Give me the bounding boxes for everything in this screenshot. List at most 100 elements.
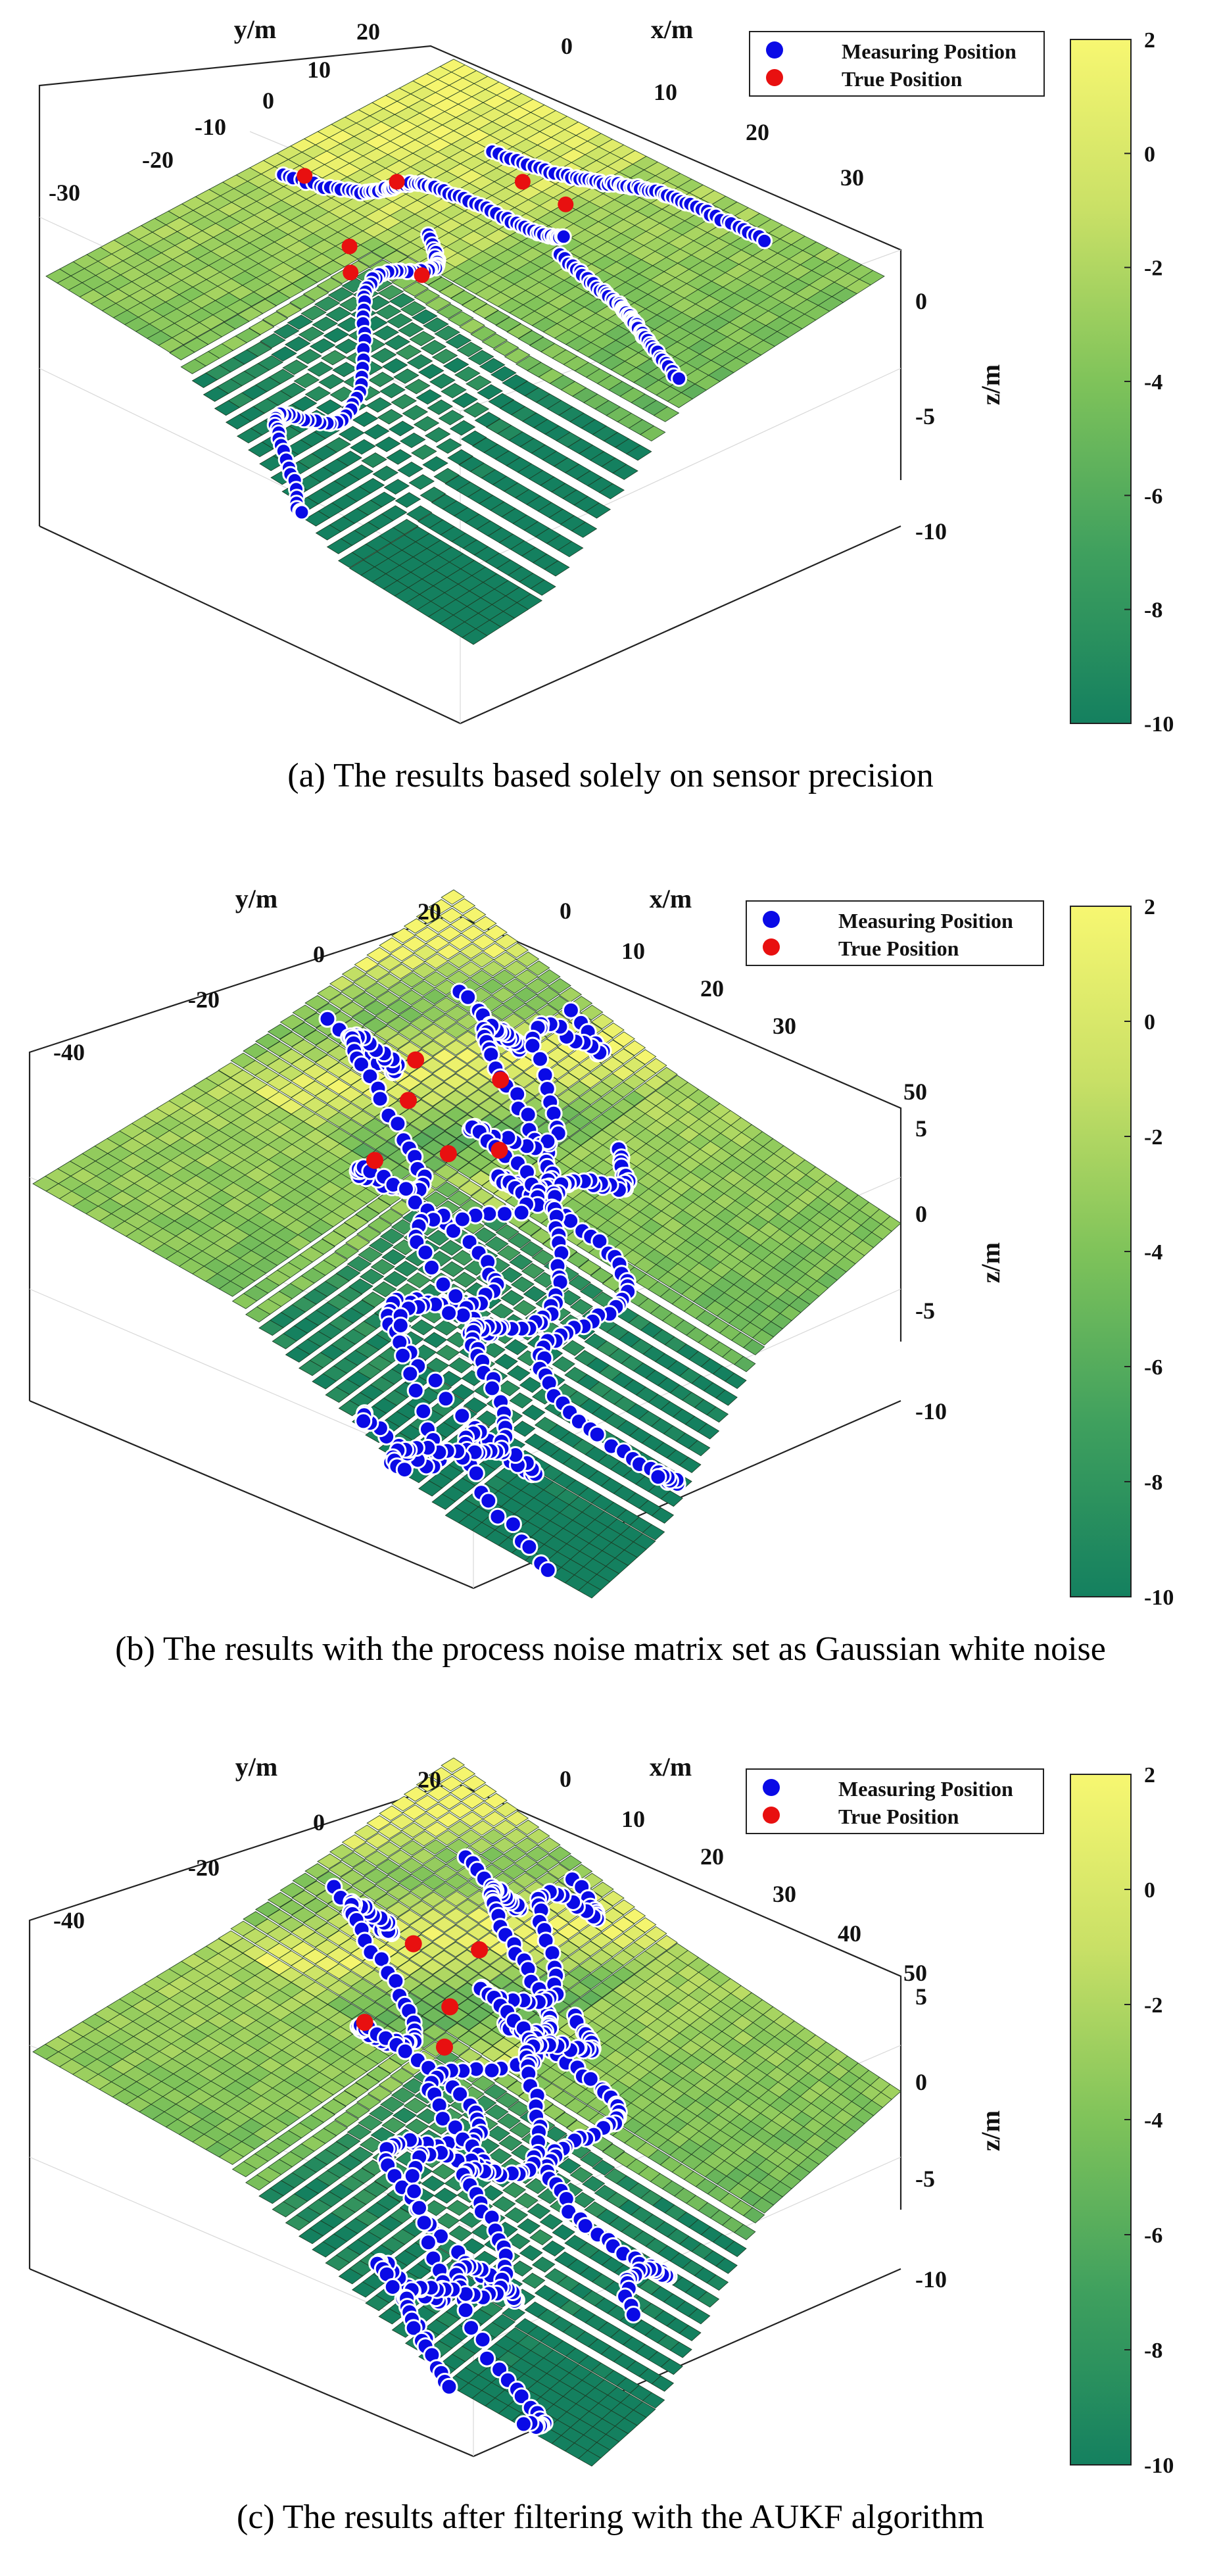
surface-facet: [508, 2101, 531, 2117]
surface-facet: [470, 952, 494, 968]
surface-facet: [602, 2143, 625, 2160]
surface-facet: [382, 358, 408, 374]
surface-facet: [427, 917, 451, 933]
surface-facet: [397, 1960, 422, 1976]
surface-facet: [279, 1916, 304, 1933]
surface-facet: [302, 1914, 328, 1931]
surface-facet: [582, 2175, 606, 2192]
true-position-marker: [414, 267, 430, 283]
surface-facet: [339, 425, 365, 442]
surface-facet: [279, 1031, 304, 1048]
surface-facet: [612, 1031, 635, 1047]
surface-facet: [502, 1864, 526, 1880]
surface-facet: [427, 1785, 451, 1801]
surface-facet: [384, 335, 411, 351]
surface-facet: [642, 1524, 665, 1541]
surface-facet: [530, 579, 556, 596]
legend-box: [746, 900, 1044, 966]
surface-facet: [421, 1975, 445, 1991]
surface-facet: [354, 1824, 379, 1841]
surface-facet: [341, 984, 366, 1000]
surface-facet: [422, 1155, 447, 1172]
surface-facet: [481, 333, 508, 349]
surface-facet: [326, 1079, 352, 1095]
surface-facet: [478, 1098, 502, 1113]
colorbar-tick-label: 2: [1144, 28, 1155, 53]
surface-facet: [391, 2087, 416, 2103]
surface-facet: [469, 969, 494, 986]
surface-facet: [273, 324, 300, 339]
surface-facet: [467, 350, 494, 366]
surface-facet: [437, 304, 463, 319]
surface-facet: [602, 1022, 625, 1038]
surface-facet: [439, 1240, 464, 1256]
surface-facet: [478, 1966, 502, 1981]
surface-facet: [447, 449, 473, 465]
surface-facet: [424, 1821, 449, 1837]
surface-facet: [418, 1480, 443, 1497]
surface-facet: [601, 1924, 624, 1941]
surface-facet: [369, 1237, 394, 1253]
surface-facet: [725, 1373, 747, 1389]
surface-facet: [389, 963, 414, 979]
measuring-position-marker: [394, 1346, 412, 1365]
surface-facet: [623, 1040, 646, 1056]
surface-facet: [506, 323, 533, 339]
surface-facet: [505, 1810, 529, 1826]
surface-facet: [509, 2122, 533, 2138]
surface-facet: [292, 1004, 318, 1021]
surface-facet: [515, 952, 540, 967]
surface-facet: [357, 252, 384, 267]
surface-facet: [443, 1925, 468, 1941]
surface-facet: [402, 1804, 427, 1820]
surface-facet: [451, 1766, 476, 1782]
measuring-position-marker: [396, 2042, 414, 2060]
legend-true-label: True Position: [842, 67, 963, 91]
surface-facet: [393, 368, 419, 384]
surface-facet: [457, 1162, 481, 1179]
surface-facet: [408, 1082, 433, 1099]
surface-facet: [352, 1860, 377, 1876]
colorbar-tick-label: -2: [1144, 256, 1162, 281]
surface-facet: [482, 1810, 506, 1827]
surface-facet: [483, 2083, 508, 2100]
surface-facet: [379, 383, 406, 399]
surface-facet: [378, 2308, 403, 2325]
surface-facet: [567, 1275, 591, 1291]
y-tick-label: 10: [307, 57, 331, 83]
surface-facet: [513, 1872, 537, 1888]
surface-facet: [432, 1950, 456, 1966]
surface-facet: [416, 2108, 441, 2124]
surface-facet: [377, 2058, 402, 2074]
surface-facet: [569, 2167, 593, 2183]
surface-facet: [298, 326, 325, 342]
x-tick-label: 50: [903, 1079, 927, 1105]
surface-facet: [344, 1214, 369, 1230]
surface-facet: [443, 1941, 468, 1958]
surface-facet: [473, 1784, 497, 1800]
surface-facet: [578, 2450, 602, 2467]
surface-facet: [285, 1346, 310, 1363]
surface-facet: [203, 386, 229, 402]
surface-facet: [434, 326, 460, 341]
surface-facet: [518, 1220, 542, 1236]
measuring-position-marker: [588, 1425, 606, 1444]
surface-facet: [473, 916, 497, 932]
surface-facet: [422, 2024, 447, 2040]
measuring-position-marker: [649, 1468, 667, 1486]
z-tick-label: 0: [915, 1201, 927, 1227]
surface-facet: [375, 1859, 400, 1875]
surface-facet: [470, 1820, 494, 1836]
surface-facet: [434, 1164, 459, 1180]
surface-plot-b: 010203050200-20-4050-5-10x/my/mz/mMeasur…: [28, 884, 1174, 1610]
surface-facet: [386, 1884, 411, 1900]
surface-facet: [498, 1267, 523, 1283]
legend-true-marker: [766, 69, 783, 86]
surface-facet: [511, 1276, 535, 1293]
measuring-position-marker: [519, 1106, 537, 1124]
surface-facet: [322, 1230, 347, 1247]
surface-facet: [427, 399, 453, 415]
surface-facet: [443, 1958, 468, 1974]
surface-facet: [375, 436, 401, 452]
surface-facet: [492, 969, 516, 985]
